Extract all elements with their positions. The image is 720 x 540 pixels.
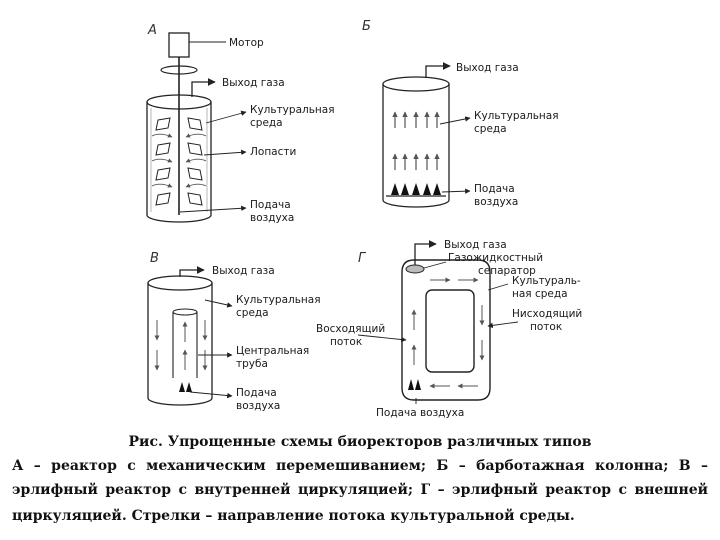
rotation-arrow-icon <box>160 65 198 75</box>
label-medium-v-2: среда <box>236 307 269 319</box>
caption-line-3: циркуляцией. Стрелки – направление поток… <box>12 508 575 524</box>
air-inlet-arrows-g <box>408 379 421 390</box>
caption-line-1: А – реактор с механическим перемешивание… <box>12 458 708 474</box>
vessel-top-v <box>147 275 213 291</box>
panel-v-letter: В <box>150 251 159 266</box>
vessel-body <box>146 102 212 223</box>
panel-v-internal-loop: В Выход газа Культуральная среда Централ… <box>147 251 321 412</box>
label-air-b-1: Подача <box>474 183 515 195</box>
label-gas-out-a: Выход газа <box>222 77 285 89</box>
gas-outlet-arrow-icon <box>425 62 451 78</box>
panel-g-letter: Г <box>358 251 367 266</box>
impeller-blades <box>155 117 203 206</box>
separator-shape <box>405 264 425 274</box>
label-downcomer-1: Нисходящий <box>512 308 582 320</box>
gas-outlet-arrow-icon <box>179 266 205 277</box>
label-motor: Мотор <box>229 37 264 49</box>
bioreactor-diagrams: А Мотор Выход газа <box>146 19 582 419</box>
label-air-v-1: Подача <box>236 387 277 399</box>
label-air-a-1: Подача <box>250 199 291 211</box>
label-separator-2: сепаратор <box>478 265 536 277</box>
column-top <box>382 76 450 92</box>
label-medium-b-1: Культуральная <box>474 110 559 122</box>
label-medium-g-1: Культураль- <box>512 275 581 287</box>
inner-loop <box>425 289 475 373</box>
column-body <box>382 84 450 208</box>
label-gas-out-b: Выход газа <box>456 62 519 74</box>
vessel-body-v <box>147 283 213 406</box>
label-air-g: Подача воздуха <box>376 407 464 419</box>
panel-a-stirred-tank: А Мотор Выход газа <box>146 23 335 224</box>
label-gas-out-v: Выход газа <box>212 265 275 277</box>
caption-title: Рис. Упрощенные схемы биоректоров различ… <box>128 434 592 450</box>
label-medium-b-2: среда <box>474 123 507 135</box>
panel-a-letter: А <box>147 23 157 38</box>
bubble-arrows-b <box>392 111 440 170</box>
panel-b-bubble-column: Б Выход газа Культуральная среда <box>362 19 559 208</box>
flow-arrows-v <box>154 320 208 371</box>
label-riser-1: Восходящий <box>316 323 385 335</box>
flow-arrows-g <box>411 277 485 389</box>
label-blades: Лопасти <box>250 146 296 158</box>
label-gas-out-g: Выход газа <box>444 239 507 251</box>
caption-line-2: эрлифный реактор с внутренней циркуляцие… <box>12 482 708 498</box>
label-downcomer-2: поток <box>530 321 562 333</box>
panel-g-external-loop: Г Выход газа Газожидкостный сепаратор Ку… <box>316 239 582 419</box>
gas-outlet-arrow-icon <box>414 240 437 265</box>
label-medium-a-2: среда <box>250 117 283 129</box>
label-tube-1: Центральная <box>236 345 309 357</box>
air-inlet-arrows-b <box>391 183 441 195</box>
outer-loop <box>401 259 491 401</box>
label-medium-g-2: ная среда <box>512 288 568 300</box>
label-medium-v-1: Культуральная <box>236 294 321 306</box>
air-inlet-arrows-v <box>179 382 192 392</box>
label-tube-2: труба <box>236 358 268 370</box>
label-riser-2: поток <box>330 336 362 348</box>
central-tube <box>172 312 198 378</box>
motor-shape <box>168 32 190 58</box>
label-air-a-2: воздуха <box>250 212 294 224</box>
label-air-b-2: воздуха <box>474 196 518 208</box>
gas-outlet-arrow-icon <box>191 78 216 97</box>
label-separator-1: Газожидкостный <box>448 252 543 264</box>
panel-b-letter: Б <box>362 19 371 34</box>
central-tube-top <box>172 308 198 316</box>
flow-arrows-a <box>151 133 207 188</box>
label-air-v-2: воздуха <box>236 400 280 412</box>
label-medium-a-1: Культуральная <box>250 104 335 116</box>
